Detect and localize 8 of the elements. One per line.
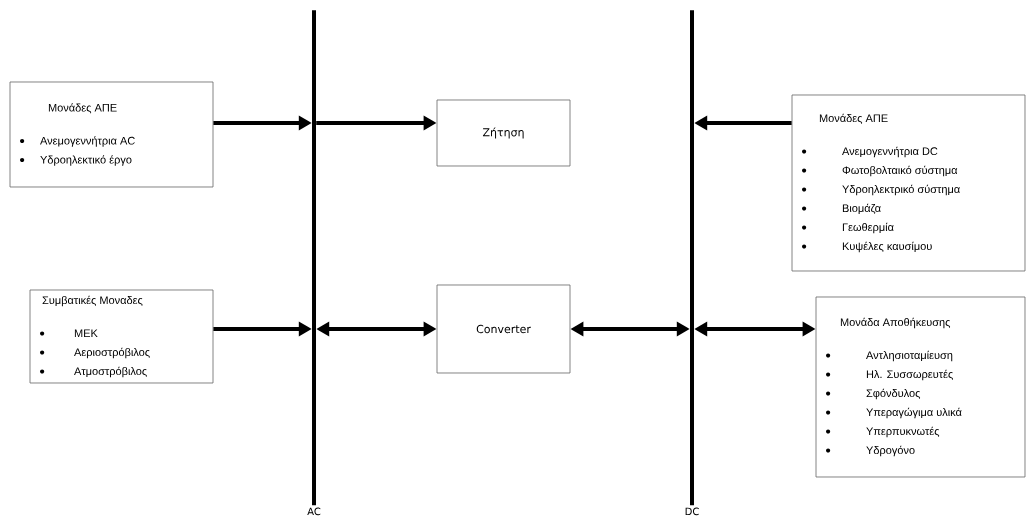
bus-line: AC xyxy=(307,10,321,516)
process-box: Converter xyxy=(436,284,571,374)
process-box: Ζήτηση xyxy=(436,99,571,167)
bus-line: DC xyxy=(685,10,699,516)
list-box: Μονάδα Αποθήκευσης Αντλησιοταμίευση Ηλ. Συσσωρευτές Σφόνδυλος Υπεραγώγιμα υλικά Υπερπυκνωτές Υδρογόνο xyxy=(815,296,1026,478)
list-box: Μονάδες ΑΠΕ Ανεμογεννήτρια AC Υδροηλεκτικό έργο xyxy=(9,81,214,188)
list-box: Συμβατικές Μοναδες ΜΕΚ Αεριοστρόβιλος Ατμοστρόβιλος xyxy=(29,289,214,384)
list-box: Μονάδες ΑΠΕ Ανεμογεννήτρια DC Φωτοβολταικό σύστημα Υδροηλεκτρικό σύστημα Βιομάζα Γεωθερμία Κυψέλες καυσίμου xyxy=(791,94,1026,272)
